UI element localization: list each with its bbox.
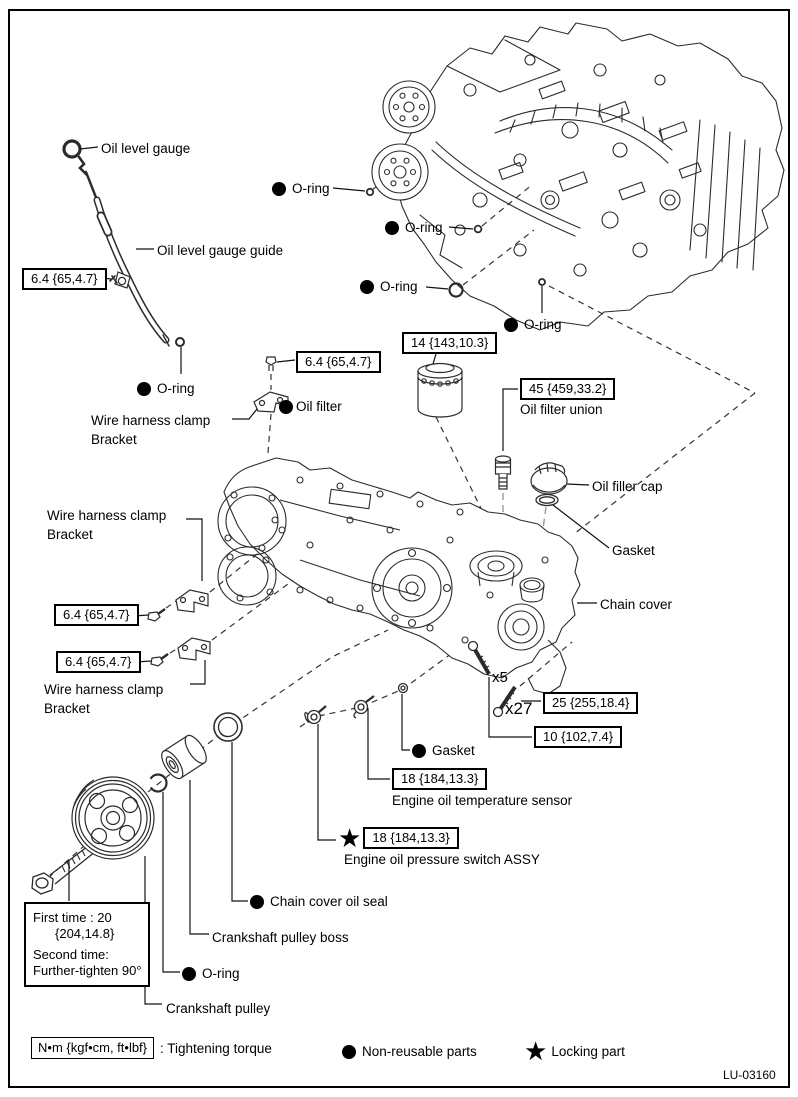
torque-box-gauge-guide: 6.4 {65,4.7} [22, 268, 107, 290]
crank-bolt-art [31, 842, 97, 895]
gauge-clamp-art [109, 271, 131, 289]
bolt-x5-art [467, 640, 491, 675]
torque-box-oil-filter-union: 45 {459,33.2} [520, 378, 616, 400]
label-crankshaft-pulley-boss: Crankshaft pulley boss [212, 930, 349, 945]
locking-icon: ★ [524, 1036, 548, 1066]
label-bolt-count-x5: x5 [492, 669, 508, 686]
non-reusable-icon [504, 317, 518, 332]
temp-sensor-art [353, 682, 409, 719]
non-reusable-icon [385, 220, 399, 235]
engine-pulley-lower [371, 143, 429, 201]
figure-code: LU-03160 [723, 1068, 776, 1082]
crankshaft-pulley-art [71, 776, 155, 860]
non-reusable-icon [342, 1044, 356, 1059]
bracket-left-2-art [150, 637, 211, 667]
non-reusable-icon [137, 381, 151, 396]
label-wire-harness-clamp-3: Wire harness clamp Bracket [44, 682, 164, 716]
o-ring-parts-art [365, 187, 546, 298]
pressure-switch-art [304, 705, 327, 725]
torque-box-bracket-left-1: 6.4 {65,4.7} [54, 604, 139, 626]
non-reusable-icon [412, 743, 426, 758]
torque-box-bracket-left-2: 6.4 {65,4.7} [56, 651, 141, 673]
non-reusable-icon [182, 966, 196, 981]
callout-oil-filter: Oil filter [279, 399, 342, 414]
o-ring-label: O-ring [157, 381, 195, 396]
chain-cover-art [217, 457, 581, 695]
non-reusable-icon [279, 399, 293, 414]
legend-tightening-label: : Tightening torque [160, 1040, 272, 1056]
chain-cover-oil-seal-art [213, 712, 243, 742]
legend-torque: N•m {kgf•cm, ft•lbf} : Tightening torque [31, 1037, 272, 1059]
torque-box-bracket-top: 6.4 {65,4.7} [296, 351, 381, 373]
oil-level-gauge-art [62, 139, 185, 347]
label-chain-cover: Chain cover [600, 597, 673, 612]
callout-o-ring-4: O-ring [504, 317, 562, 332]
label-crankshaft-pulley: Crankshaft pulley [166, 1001, 271, 1016]
callout-o-ring-dipstick: O-ring [137, 381, 195, 396]
pulley-boss-art [161, 734, 207, 780]
label-oil-filler-cap: Oil filler cap [592, 479, 663, 494]
bolt-x27-art [492, 685, 517, 718]
callout-o-ring-2: O-ring [385, 220, 443, 235]
label-pressure-switch: Engine oil pressure switch ASSY [344, 852, 540, 867]
oil-filter-union-art [494, 455, 512, 490]
callout-o-ring-crank: O-ring [182, 966, 240, 981]
torque-box-temp-sensor: 18 {184,13.3} [392, 768, 488, 790]
label-wire-harness-clamp-2: Wire harness clamp Bracket [47, 508, 167, 542]
non-reusable-icon [272, 181, 286, 196]
label-oil-filter-union: Oil filter union [520, 402, 603, 417]
callout-chain-cover-oil-seal: Chain cover oil seal [250, 894, 388, 909]
label-oil-level-gauge-guide: Oil level gauge guide [157, 243, 284, 258]
engine-pulley-upper [382, 80, 436, 134]
label-wire-harness-clamp-1: Wire harness clamp Bracket [91, 413, 211, 447]
page-border [8, 9, 790, 1088]
torque-box-crank-bolt: First time : 20 {204,14.8} Second time: … [24, 902, 150, 987]
label-temp-sensor: Engine oil temperature sensor [392, 793, 573, 808]
oil-filter-label: Oil filter [296, 399, 342, 414]
leader-lines [68, 146, 610, 1005]
engine-block-art [371, 22, 785, 331]
callout-gasket-sensor: Gasket [412, 743, 475, 758]
legend-unit-box: N•m {kgf•cm, ft•lbf} [31, 1037, 155, 1059]
locking-icon: ★ [338, 823, 362, 853]
crank-o-ring-art [148, 773, 168, 793]
bracket-left-1-art [147, 589, 209, 622]
non-reusable-icon [250, 894, 264, 909]
legend-non-reusable: Non-reusable parts [342, 1044, 477, 1059]
legend-locking: ★ Locking part [524, 1036, 625, 1066]
oil-filter-art [417, 362, 463, 418]
callout-pressure-switch-torque: ★ 18 {184,13.3} [338, 823, 459, 853]
label-gasket-filler: Gasket [612, 543, 655, 558]
label-bolt-count-x27: x27 [505, 699, 533, 718]
callout-o-ring-1: O-ring [272, 181, 330, 196]
torque-box-chain-cover-bolts: 25 {255,18.4} [543, 692, 639, 714]
label-oil-level-gauge: Oil level gauge [101, 141, 191, 156]
filler-cap-gasket-art [535, 493, 559, 507]
torque-box-oil-filter: 14 {143,10.3} [402, 332, 498, 354]
callout-o-ring-3: O-ring [360, 279, 418, 294]
oil-filler-cap-art [530, 462, 568, 495]
torque-box-chain-cover-small-bolts: 10 {102,7.4} [534, 726, 623, 748]
non-reusable-icon [360, 279, 374, 294]
torque-box-pressure-switch: 18 {184,13.3} [363, 827, 459, 849]
